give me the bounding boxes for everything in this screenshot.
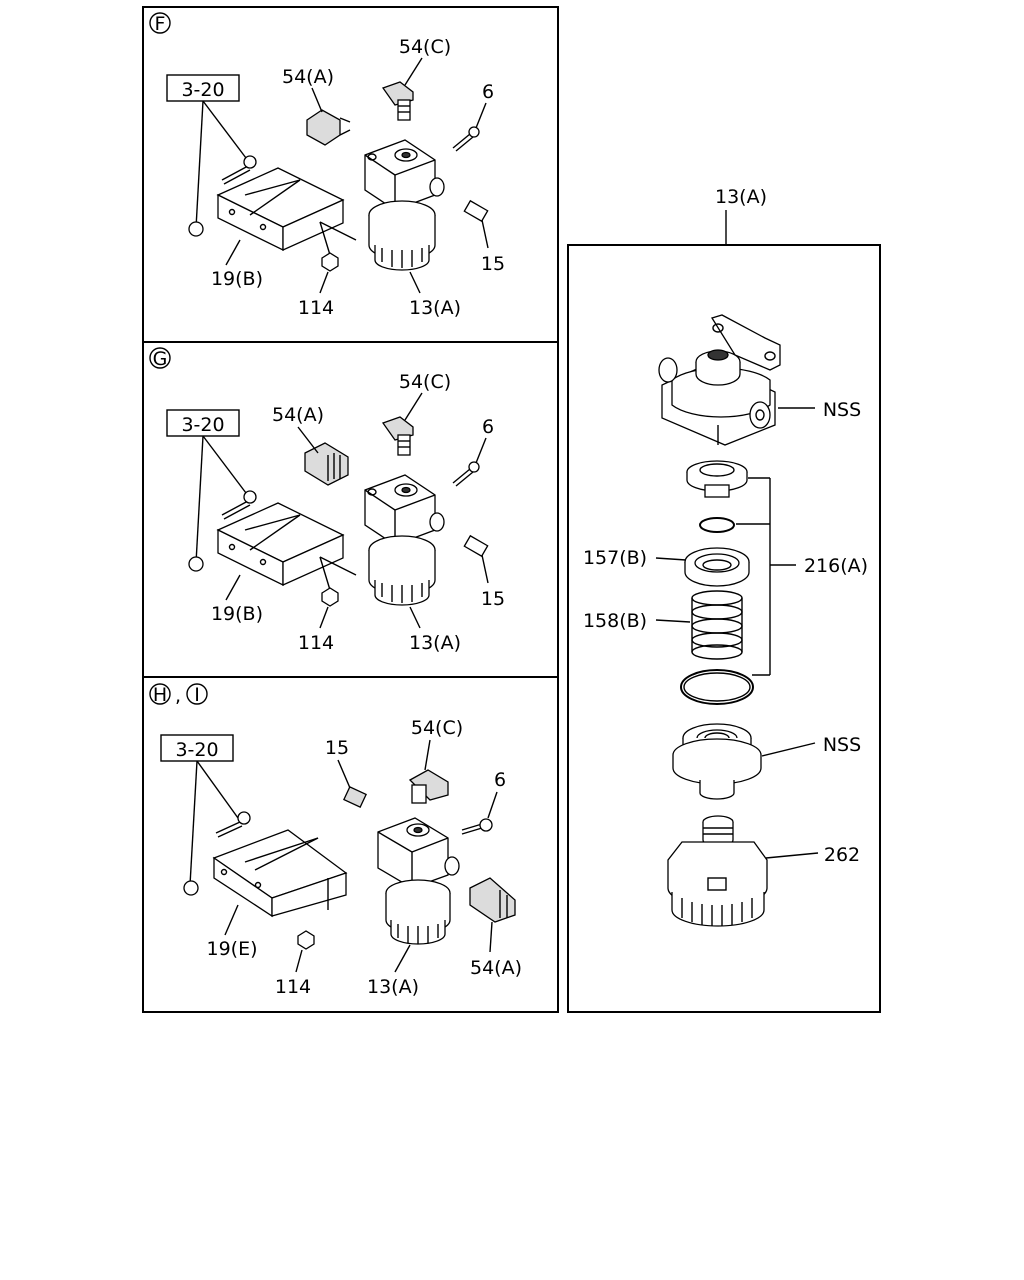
panel-marker-separator: , bbox=[175, 685, 181, 707]
elbow-54c-part bbox=[381, 416, 414, 456]
panel-marker: G bbox=[153, 348, 168, 370]
small-o-ring-part bbox=[699, 517, 735, 533]
fitting-54a-part bbox=[306, 109, 351, 146]
plug-15-part bbox=[343, 785, 367, 809]
plug-15-part bbox=[463, 534, 489, 558]
reference-box-label: 3-20 bbox=[181, 79, 224, 101]
label-54a: 54(A) bbox=[282, 66, 334, 88]
label-262: 262 bbox=[824, 844, 860, 866]
label-114: 114 bbox=[275, 976, 311, 998]
panel-f: F 3-20 bbox=[149, 12, 505, 319]
nut-part bbox=[297, 930, 315, 950]
bolt-6-part bbox=[452, 461, 480, 487]
filter-head-part bbox=[658, 314, 781, 446]
panel-marker-h: H bbox=[153, 684, 167, 706]
label-54c: 54(C) bbox=[399, 36, 451, 58]
nut-part bbox=[321, 587, 339, 607]
label-54a: 54(A) bbox=[470, 957, 522, 979]
filter-head-part bbox=[364, 474, 445, 546]
filter-bowl-part bbox=[368, 200, 436, 271]
kit-216a-bracket bbox=[736, 477, 796, 676]
detail-panel: 13(A) NSS bbox=[583, 186, 868, 927]
filter-bowl-part bbox=[368, 535, 436, 606]
label-54c: 54(C) bbox=[411, 717, 463, 739]
panel-g: G 3-20 bbox=[149, 347, 505, 654]
bolt-part bbox=[221, 155, 257, 185]
label-19b: 19(B) bbox=[211, 268, 263, 290]
label-158b: 158(B) bbox=[583, 610, 647, 632]
plug-15-part bbox=[463, 199, 489, 223]
panel-marker: F bbox=[155, 13, 166, 35]
panel-marker-circle-i bbox=[186, 683, 208, 705]
panel-marker-i: I bbox=[194, 684, 200, 706]
label-nss-element: NSS bbox=[823, 734, 861, 756]
label-216a: 216(A) bbox=[804, 555, 868, 577]
panel-marker-circle-h bbox=[149, 683, 171, 705]
bowl-262-part bbox=[667, 815, 768, 927]
seat-157b-part bbox=[684, 547, 750, 587]
bracket-part bbox=[216, 167, 357, 256]
label-19e: 19(E) bbox=[206, 938, 257, 960]
element-part bbox=[672, 723, 762, 800]
label-114: 114 bbox=[298, 632, 334, 654]
bracket-part bbox=[216, 502, 357, 591]
detail-panel-frame bbox=[567, 244, 881, 1013]
label-19b: 19(B) bbox=[211, 603, 263, 625]
reference-box-label: 3-20 bbox=[181, 414, 224, 436]
flange-nut-part bbox=[188, 556, 204, 572]
fitting-54a-part bbox=[304, 442, 349, 486]
label-114: 114 bbox=[298, 297, 334, 319]
panel-marker-circle bbox=[149, 12, 171, 34]
bolt-6-part bbox=[461, 818, 493, 835]
bolt-part bbox=[215, 811, 251, 838]
large-o-ring-part bbox=[680, 669, 754, 705]
panel-h-i: H , I 3-20 bbox=[149, 683, 522, 998]
bolt-6-part bbox=[452, 126, 480, 152]
panel-marker-circle bbox=[149, 347, 171, 369]
nut-part bbox=[321, 252, 339, 272]
bolt-part bbox=[221, 490, 257, 520]
label-15: 15 bbox=[481, 253, 505, 275]
label-54c: 54(C) bbox=[399, 371, 451, 393]
filter-bowl-part bbox=[385, 879, 451, 945]
flange-nut-part bbox=[188, 221, 204, 237]
reference-box-label: 3-20 bbox=[175, 739, 218, 761]
label-6: 6 bbox=[482, 416, 494, 438]
label-157b: 157(B) bbox=[583, 547, 647, 569]
label-6: 6 bbox=[482, 81, 494, 103]
left-panel-frame bbox=[142, 6, 559, 1013]
elbow-54c-part bbox=[408, 769, 449, 804]
fitting-54a-part bbox=[469, 877, 516, 923]
label-54a: 54(A) bbox=[272, 404, 324, 426]
label-13a: 13(A) bbox=[409, 632, 461, 654]
filter-head-part bbox=[377, 817, 460, 889]
label-nss-head: NSS bbox=[823, 399, 861, 421]
flange-nut-part bbox=[183, 880, 199, 896]
label-13a: 13(A) bbox=[367, 976, 419, 998]
label-6: 6 bbox=[494, 769, 506, 791]
filter-head-part bbox=[364, 139, 445, 211]
washer-part bbox=[686, 460, 748, 498]
label-13a: 13(A) bbox=[409, 297, 461, 319]
spring-158b-part bbox=[691, 590, 743, 660]
label-15: 15 bbox=[481, 588, 505, 610]
elbow-54c-part bbox=[381, 81, 414, 121]
detail-title: 13(A) bbox=[715, 186, 767, 208]
bracket-part bbox=[212, 829, 348, 918]
label-15: 15 bbox=[325, 737, 349, 759]
